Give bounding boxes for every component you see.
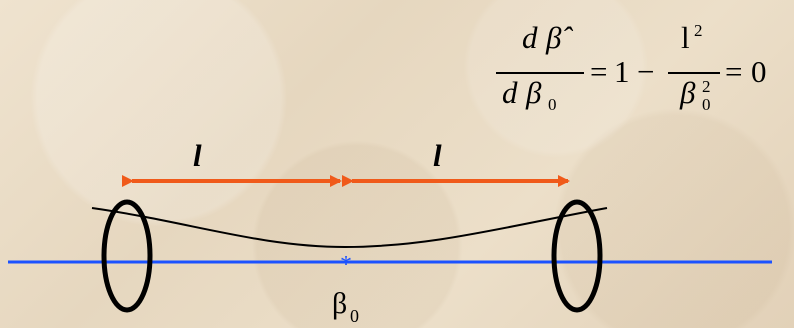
eq-minus: −	[637, 54, 654, 89]
eq-numerator-d: d	[522, 20, 538, 55]
eq-denominator-d: d	[502, 75, 518, 110]
eq-denominator-subscript: 0	[548, 95, 557, 114]
eq-beta-zero-superscript: 2	[702, 77, 711, 96]
eq-one: 1	[614, 54, 630, 89]
left-length-label: l	[193, 138, 202, 173]
left-lens-ellipse	[101, 199, 153, 313]
equation-group: d β̂ d β 0 = 1 − l 2 β 0 2 = 0	[496, 20, 767, 114]
eq-beta-zero-subscript: 0	[702, 95, 711, 114]
length-labels: l l	[193, 138, 442, 173]
center-beta-base: β	[332, 287, 347, 320]
eq-l-squared-exponent: 2	[694, 21, 703, 40]
center-beta-label: β 0	[332, 287, 359, 326]
right-length-label: l	[433, 138, 442, 173]
eq-equals-2: =	[725, 54, 742, 89]
eq-l-squared-base: l	[681, 20, 690, 55]
eq-equals-1: =	[590, 54, 607, 89]
center-star-marker: *	[340, 252, 352, 278]
center-beta-subscript: 0	[350, 306, 359, 326]
right-lens-ellipse	[551, 199, 603, 313]
eq-beta-zero-base: β	[679, 75, 696, 110]
eq-zero: 0	[751, 54, 767, 89]
eq-denominator-beta: β	[525, 75, 542, 110]
eq-numerator-beta-hat: β̂	[545, 20, 573, 55]
beta-function-curve	[91, 207, 608, 249]
